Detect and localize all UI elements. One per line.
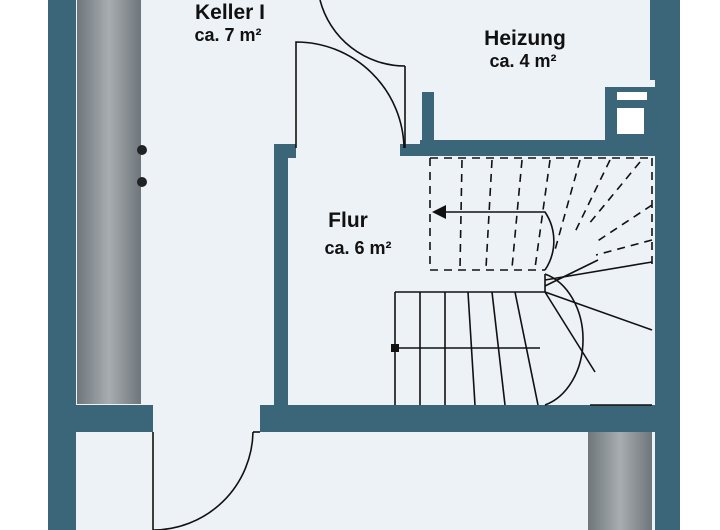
wall-right-outer: [655, 0, 680, 530]
room-area: ca. 6 m²: [324, 238, 391, 258]
window-icon: [77, 0, 141, 404]
wall-heizung-bottom: [420, 140, 680, 156]
room-label-flur: Flur ca. 6 m²: [324, 209, 391, 258]
wall-flur-left: [274, 144, 288, 406]
boiler-icon: [605, 87, 655, 142]
window-hinge-icon: [137, 145, 147, 187]
room-label-heizung: Heizung ca. 4 m²: [484, 27, 566, 71]
wall-heizung-right-top: [650, 0, 658, 80]
room-label-keller: Keller I ca. 7 m²: [194, 1, 265, 45]
staircase-icon: [391, 157, 653, 406]
floor-area: [60, 0, 660, 530]
wall-heizung-bottom-left: [400, 144, 425, 156]
room-area: ca. 7 m²: [194, 25, 261, 45]
room-name: Keller I: [195, 1, 265, 24]
room-name: Flur: [328, 209, 368, 232]
wall-middle-right: [260, 405, 680, 432]
room-name: Heizung: [484, 27, 566, 50]
room-area: ca. 4 m²: [489, 51, 556, 71]
wall-middle-left: [48, 405, 153, 432]
window-icon: [588, 432, 652, 530]
walls: [48, 0, 680, 530]
wall-heizung-stub: [422, 92, 434, 148]
door-swing-icon: [152, 0, 406, 530]
wall-left-outer: [48, 0, 76, 530]
